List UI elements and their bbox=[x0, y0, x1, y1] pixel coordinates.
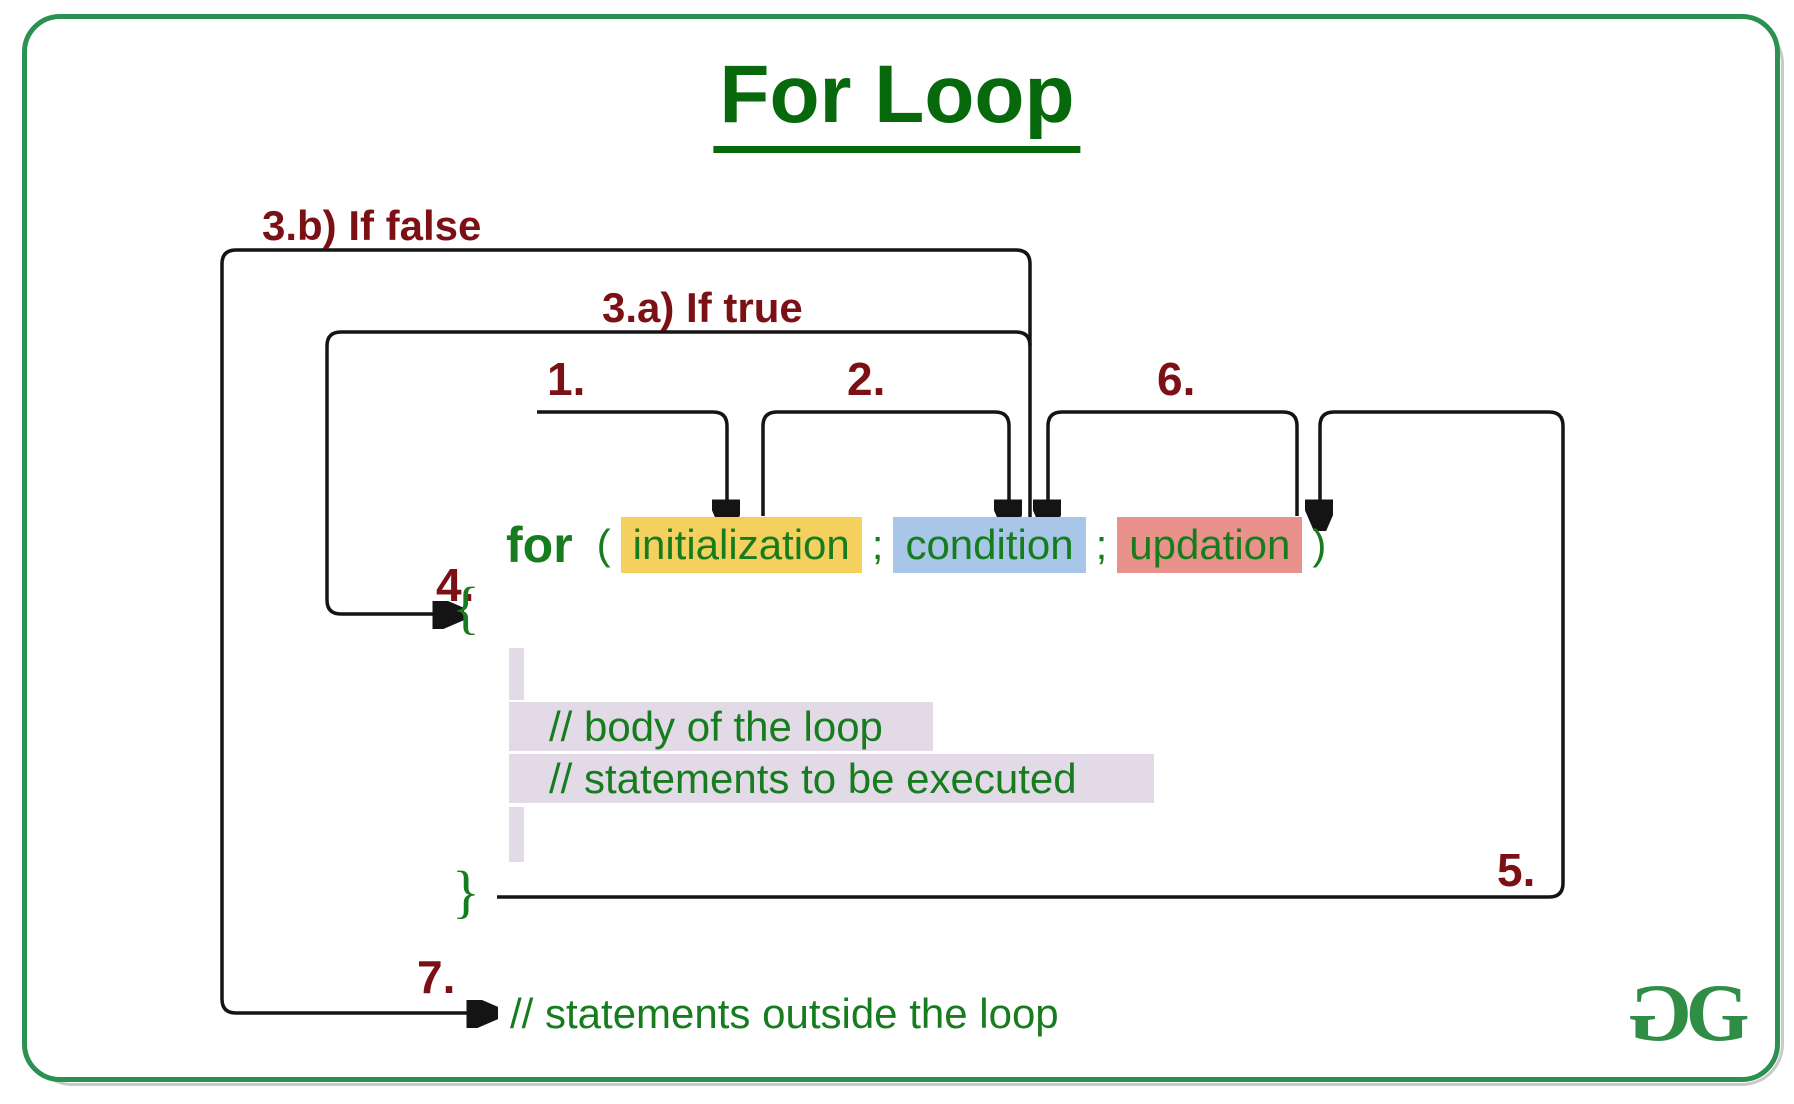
open-brace: { bbox=[452, 575, 480, 640]
close-paren: ) bbox=[1312, 521, 1327, 568]
open-paren: ( bbox=[596, 521, 611, 568]
label-step-7: 7. bbox=[417, 951, 456, 1003]
geeksforgeeks-logo-icon: G G bbox=[1628, 967, 1750, 1058]
initialization-highlight: initialization bbox=[620, 517, 862, 573]
body-comment-1: // body of the loop bbox=[509, 702, 933, 751]
for-keyword: for bbox=[506, 517, 573, 573]
for-statement-line: for ( initialization ; condition ; updat… bbox=[506, 516, 1336, 574]
semicolon-2: ; bbox=[1095, 521, 1108, 568]
updation-highlight: updation bbox=[1117, 517, 1303, 573]
label-if-true: 3.a) If true bbox=[602, 284, 803, 331]
logo-letter-mirrored-g: G bbox=[1628, 967, 1692, 1058]
body-placeholder-block-top bbox=[509, 648, 524, 700]
semicolon-1: ; bbox=[871, 521, 884, 568]
label-if-false: 3.b) If false bbox=[262, 202, 482, 249]
body-placeholder-block-bottom bbox=[509, 807, 524, 862]
close-brace: } bbox=[452, 859, 480, 924]
label-step-5: 5. bbox=[1497, 844, 1536, 896]
label-step-6: 6. bbox=[1157, 353, 1196, 405]
outside-comment: // statements outside the loop bbox=[510, 990, 1059, 1037]
condition-highlight: condition bbox=[893, 517, 1086, 573]
label-step-1: 1. bbox=[547, 353, 586, 405]
label-step-2: 2. bbox=[847, 353, 886, 405]
label-step-4: 4. bbox=[436, 559, 475, 611]
logo-letter-g: G bbox=[1685, 967, 1750, 1058]
page-title: For Loop bbox=[713, 48, 1081, 153]
body-comment-2: // statements to be executed bbox=[509, 754, 1154, 803]
